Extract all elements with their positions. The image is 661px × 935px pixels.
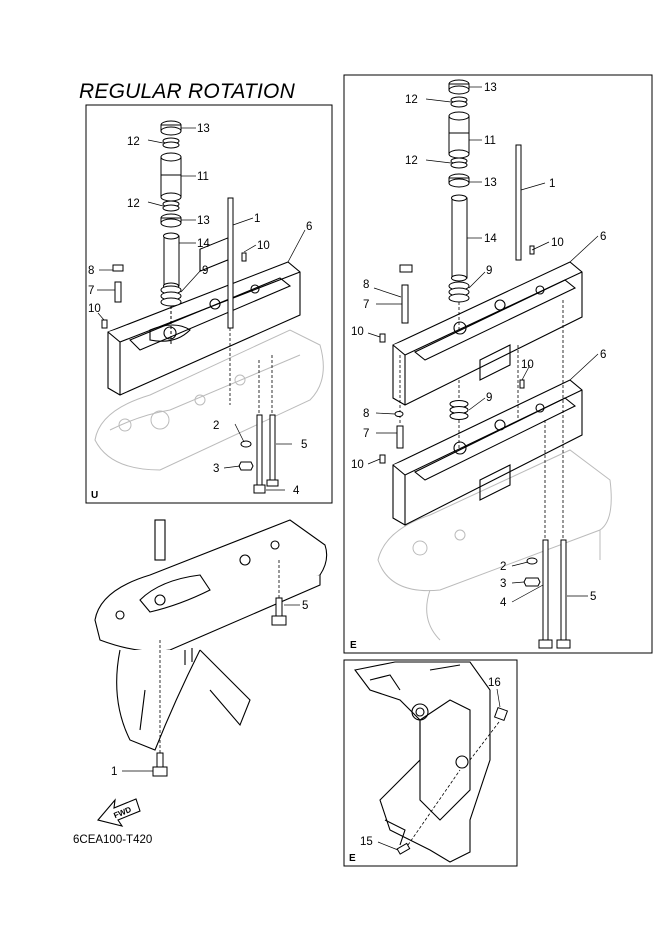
callout-e-6a: 6 (600, 231, 606, 243)
callout-e-14: 14 (484, 233, 497, 245)
callout-u-5: 5 (301, 439, 307, 451)
callout-bracket-16: 16 (488, 677, 501, 689)
lower-unit-guides (159, 560, 280, 753)
callout-e-10a: 10 (551, 237, 564, 249)
callout-u-10b: 10 (88, 303, 101, 315)
callout-u-13b: 13 (197, 215, 210, 227)
panel-e-callouts: 13 12 11 12 13 1 14 10 6 9 8 7 10 10 6 9… (351, 82, 606, 609)
callout-u-7: 7 (88, 285, 94, 297)
callout-u-12a: 12 (127, 136, 140, 148)
panel-u-callouts: 13 12 11 12 13 14 9 1 10 6 8 7 10 2 3 5 … (88, 123, 312, 497)
callout-e-13b: 13 (484, 177, 497, 189)
callout-e-13a: 13 (484, 82, 497, 94)
bracket-bolts (396, 706, 509, 855)
lower-unit-callouts: 5 1 (111, 600, 308, 778)
callout-u-4: 4 (293, 485, 300, 497)
callout-u-6: 6 (306, 221, 312, 233)
callout-lower-1: 1 (111, 766, 117, 778)
callout-e-6b: 6 (600, 349, 606, 361)
panel-bracket-frame (343, 659, 518, 867)
callout-u-12b: 12 (127, 198, 140, 210)
panel-bracket-tag: E (349, 853, 356, 864)
panel-u-guides (229, 328, 273, 415)
callout-e-10d: 10 (351, 459, 364, 471)
callout-u-13a: 13 (197, 123, 210, 135)
panel-e-guides (399, 300, 564, 540)
panel-u-upper-casing (107, 237, 301, 396)
callout-u-2: 2 (213, 420, 219, 432)
panel-u-background-housing (94, 329, 324, 471)
panel-e-studs (379, 144, 571, 649)
diagram-code: 6CEA100-T420 (73, 834, 153, 846)
lower-unit-housing (94, 519, 328, 751)
panel-u-frame (85, 104, 333, 504)
bracket-casting (354, 661, 491, 863)
callout-e-9b: 9 (486, 392, 492, 404)
callout-bracket-15: 15 (360, 836, 373, 848)
panel-u-shaft-stack (160, 120, 182, 307)
callout-e-8b: 8 (363, 408, 369, 420)
callout-e-3: 3 (500, 578, 506, 590)
bracket-guides (407, 721, 500, 846)
callout-lower-5: 5 (302, 600, 308, 612)
panel-e-tag: E (350, 640, 357, 651)
panel-u-tag: U (91, 490, 98, 501)
callout-e-11: 11 (484, 135, 496, 147)
callout-e-7a: 7 (363, 299, 369, 311)
callout-e-12b: 12 (405, 155, 418, 167)
fwd-arrow: FWD (97, 798, 141, 827)
callout-e-2: 2 (500, 561, 506, 573)
callout-e-10c: 10 (521, 359, 534, 371)
callout-e-7b: 7 (363, 428, 369, 440)
callout-e-5: 5 (590, 591, 596, 603)
callout-u-10a: 10 (257, 240, 270, 252)
callout-e-9a: 9 (486, 265, 492, 277)
bracket-callouts: 16 15 (360, 677, 501, 851)
callout-e-10b: 10 (351, 326, 364, 338)
callout-u-9: 9 (202, 265, 208, 277)
callout-e-4: 4 (500, 597, 507, 609)
callout-u-1: 1 (254, 213, 260, 225)
panel-e-frame (343, 74, 653, 654)
callout-e-1: 1 (549, 178, 555, 190)
callout-u-14: 14 (197, 238, 210, 250)
panel-e-background-housing (377, 449, 612, 641)
callout-u-3: 3 (213, 463, 219, 475)
panel-u-studs (101, 197, 279, 494)
panel-e-upper-casing-top (392, 261, 583, 406)
panel-e-shaft-stack (448, 79, 470, 420)
callout-e-12a: 12 (405, 94, 418, 106)
callout-u-8: 8 (88, 265, 94, 277)
callout-u-11: 11 (197, 171, 209, 183)
page-title: REGULAR ROTATION (79, 80, 295, 103)
panel-e-upper-casing-bottom (392, 379, 583, 526)
callout-e-8a: 8 (363, 279, 369, 291)
